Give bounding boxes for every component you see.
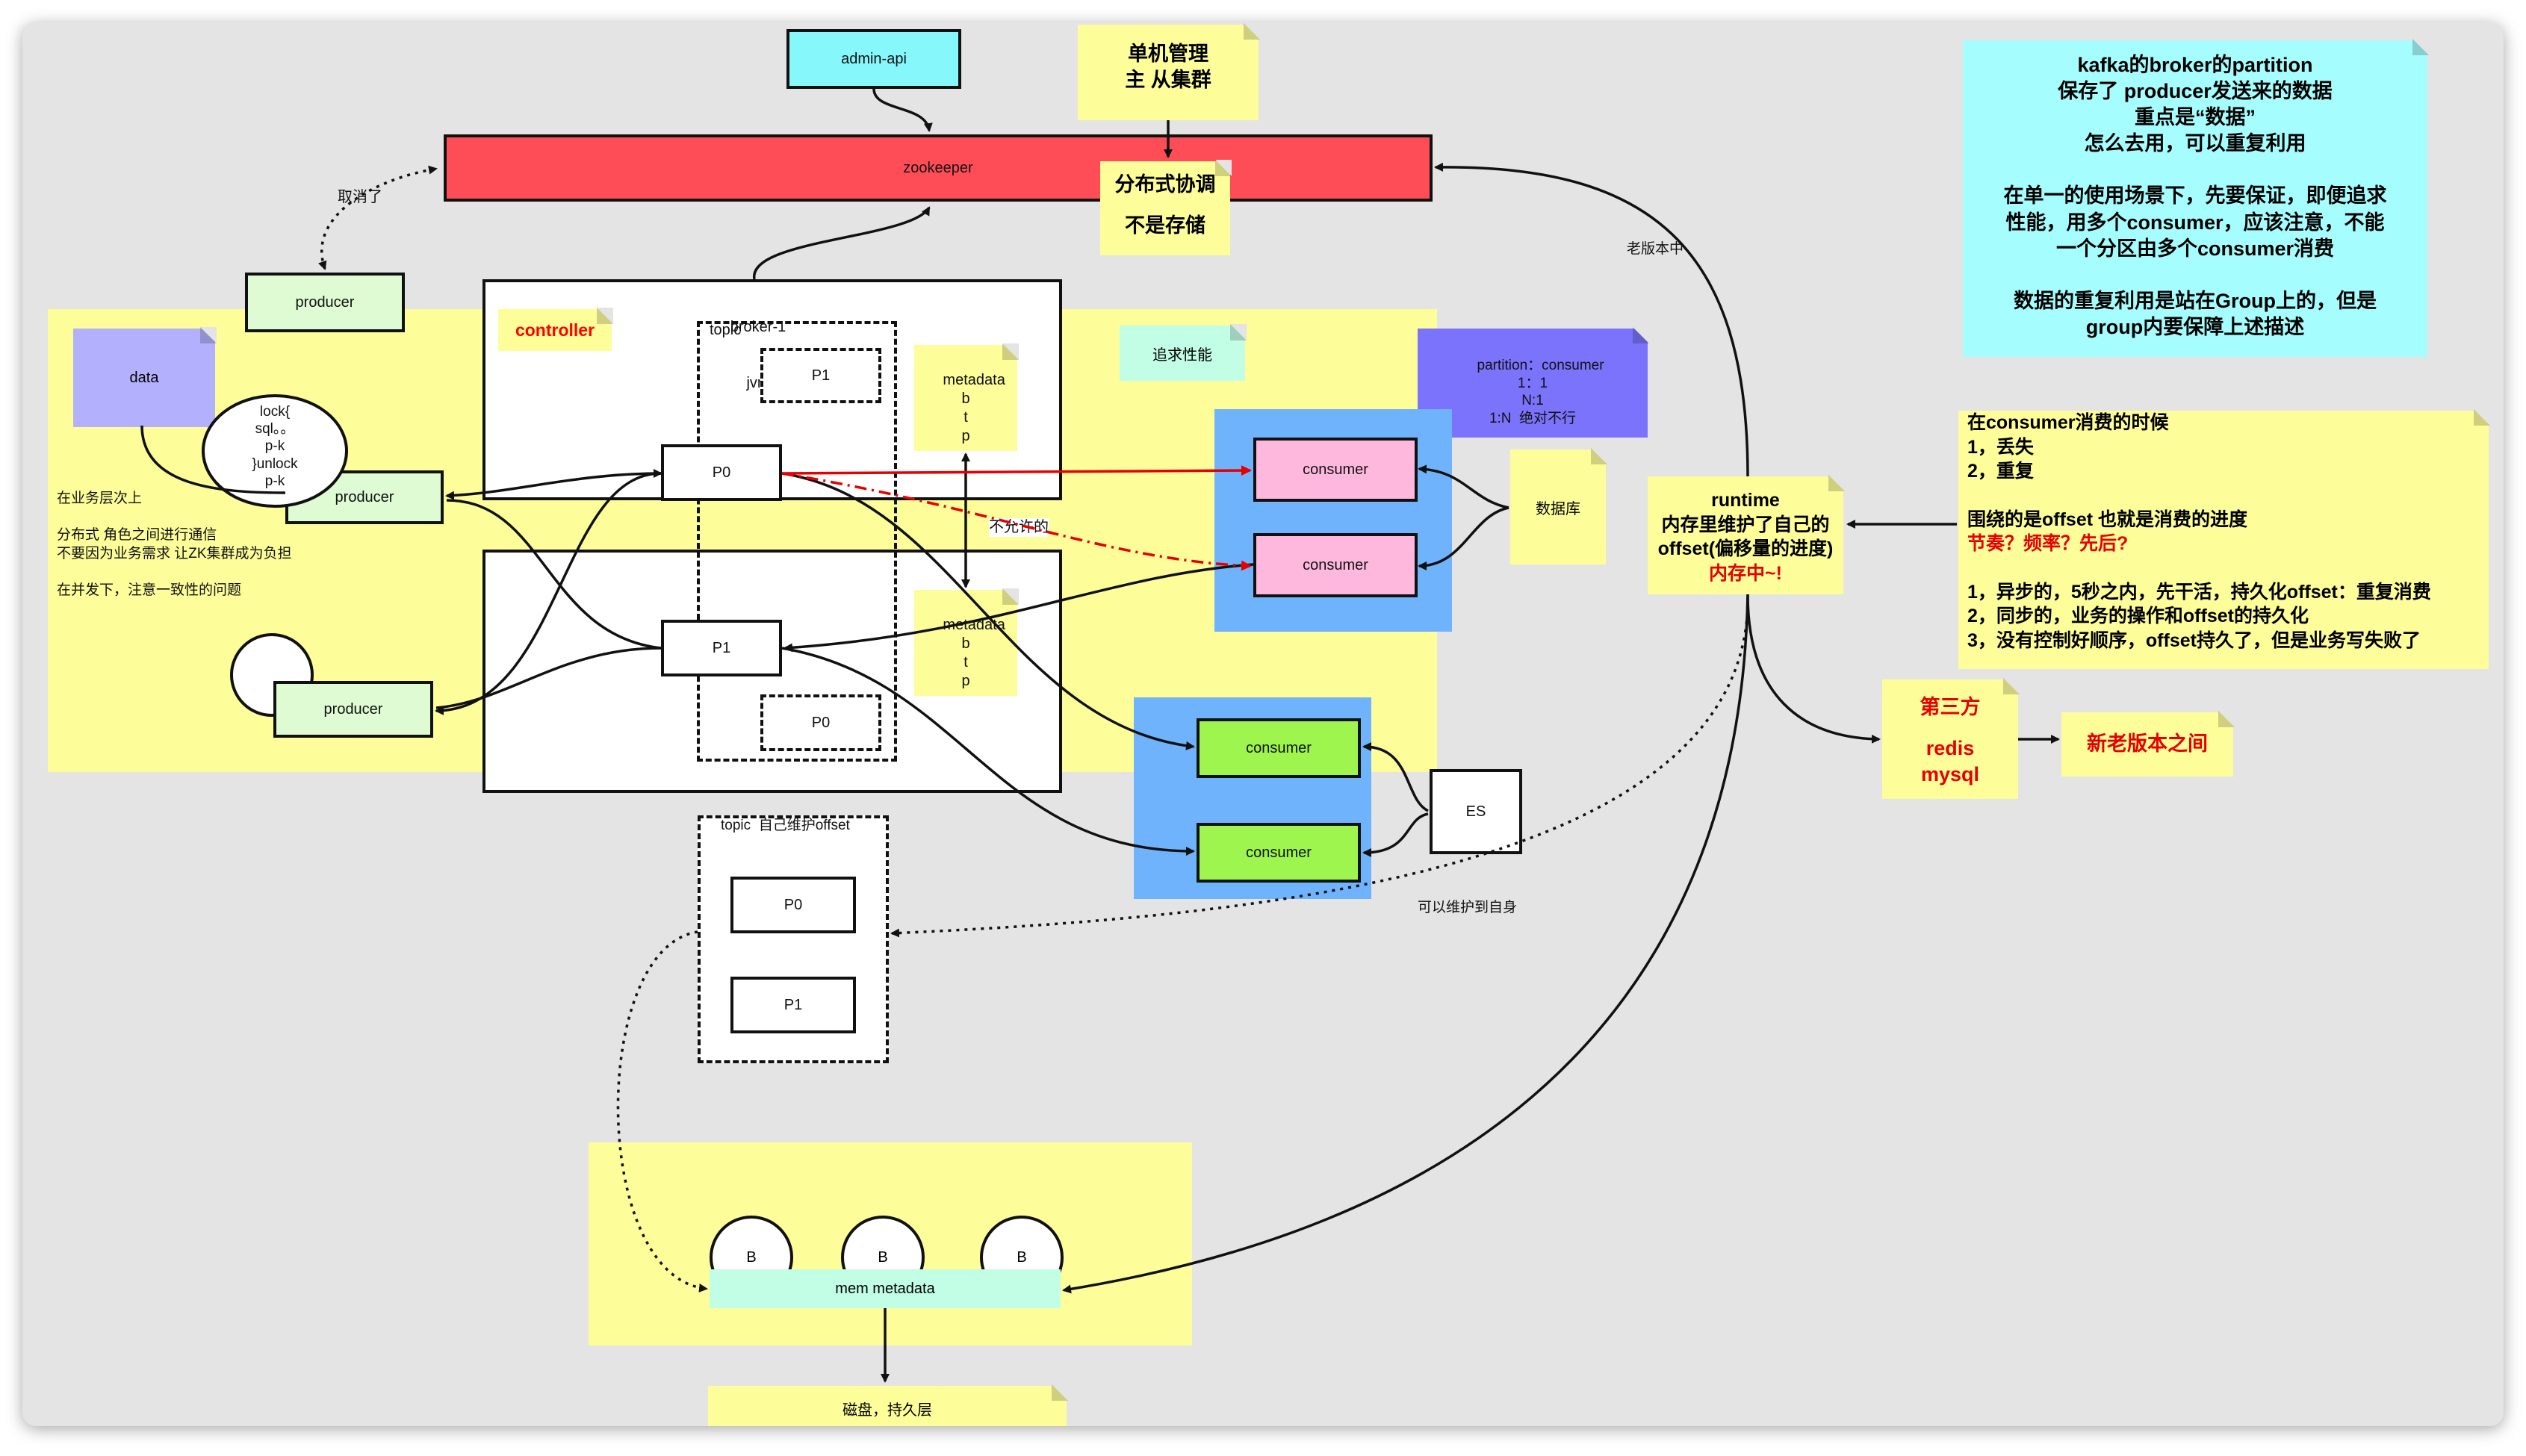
consumer-2a[interactable]: consumer bbox=[1197, 718, 1361, 778]
producer-top-box[interactable]: producer bbox=[245, 273, 405, 332]
broker-to-zk bbox=[753, 206, 931, 280]
db-consumer1b bbox=[1418, 506, 1509, 570]
consumer-1a[interactable]: consumer bbox=[1253, 438, 1418, 502]
business-layer-text: 在业务层次上 分布式 角色之间进行通信 不要因为业务需求 让ZK集群成为负担 在… bbox=[57, 491, 292, 599]
topic-label: topic bbox=[710, 322, 742, 338]
performance-note: 追求性能 bbox=[1120, 324, 1247, 381]
zookeeper-box[interactable]: zookeeper bbox=[444, 134, 1433, 202]
p0-producer-low bbox=[435, 472, 662, 715]
runtime-note: runtime 内存里维护了自己的 offset(偏移量的进度) 内存中~! bbox=[1648, 475, 1845, 594]
consumer-consume-note: 在consumer消费的时候 1，丢失 2，重复 围绕的是offset 也就是消… bbox=[1958, 409, 2490, 669]
mem-metadata-bar[interactable]: mem metadata bbox=[710, 1269, 1061, 1308]
diagram-canvas: admin-api zookeeper 单机管理 主 从集群 分布式协调 不是存… bbox=[22, 22, 2504, 1426]
offset-topic-p1[interactable]: P1 bbox=[730, 977, 856, 1033]
es-consumer2b bbox=[1362, 812, 1429, 857]
new-old-version-note: 新老版本之间 bbox=[2061, 711, 2235, 777]
offset-topic-p0[interactable]: P0 bbox=[730, 877, 856, 933]
producer-zk-cancelled bbox=[317, 165, 438, 270]
metadata-top-note: metadata b t p bbox=[914, 343, 1019, 451]
p1-producer-low bbox=[435, 647, 662, 709]
partition-p1[interactable]: P1 bbox=[661, 620, 782, 676]
connector-layer bbox=[140, 88, 2060, 1383]
p0-consumer1b-notallowed bbox=[781, 472, 1252, 571]
runtime-to-zk bbox=[1434, 162, 1749, 477]
db-consumer1a bbox=[1418, 464, 1509, 509]
data-box: data bbox=[73, 327, 217, 427]
partition-p0-bottom[interactable]: P0 bbox=[760, 694, 881, 751]
p1-consumer1b bbox=[783, 563, 1254, 653]
es-box[interactable]: ES bbox=[1430, 769, 1522, 854]
es-consumer2a bbox=[1362, 742, 1429, 812]
kafka-partition-note: kafka的broker的partition 保存了 producer发送来的数… bbox=[1963, 39, 2429, 357]
admin-to-zk bbox=[872, 88, 933, 132]
consumer-1b[interactable]: consumer bbox=[1253, 533, 1418, 597]
consumer-2b[interactable]: consumer bbox=[1197, 823, 1361, 883]
producer-low-box[interactable]: producer bbox=[273, 681, 433, 738]
disk-note: 磁盘，持久层 bbox=[708, 1384, 1068, 1426]
admin-api-box[interactable]: admin-api bbox=[786, 29, 961, 89]
partition-p0[interactable]: P0 bbox=[661, 444, 782, 501]
controller-note: controller bbox=[498, 308, 613, 351]
data-curve bbox=[140, 425, 286, 494]
runtime-to-mem bbox=[1062, 594, 1749, 1294]
p0-producer-mid bbox=[445, 469, 662, 500]
p0-consumer1a bbox=[781, 465, 1252, 476]
third-party-note: 第三方 redis mysql bbox=[1882, 678, 2020, 799]
old-version-label: 老版本中 bbox=[1627, 241, 1684, 257]
runtime-to-third bbox=[1746, 594, 1881, 744]
runtime-to-offset-topic bbox=[890, 604, 1749, 938]
partition-consumer-note: partition：consumer 1：1 N:1 1:N 绝对不行 bbox=[1418, 327, 1649, 438]
database-note: 数据库 bbox=[1510, 448, 1607, 564]
offset-topic-label: topic 自己维护offset bbox=[721, 818, 850, 833]
topic-box bbox=[697, 321, 897, 762]
metadata-low-note: metadata b t p bbox=[914, 588, 1019, 696]
p1-group2 bbox=[781, 647, 1195, 856]
partition-p1-top[interactable]: P1 bbox=[760, 348, 881, 403]
coordination-note: 分布式协调 不是存储 bbox=[1100, 160, 1232, 255]
offset-topic-to-mem bbox=[616, 930, 708, 1292]
single-manage-note: 单机管理 主 从集群 bbox=[1078, 23, 1260, 120]
can-self-label: 可以维护到自身 bbox=[1418, 900, 1518, 915]
p1-producer-mid bbox=[446, 499, 662, 650]
p0-group2 bbox=[781, 472, 1195, 750]
not-allowed-label: 不允许的 bbox=[989, 518, 1049, 537]
